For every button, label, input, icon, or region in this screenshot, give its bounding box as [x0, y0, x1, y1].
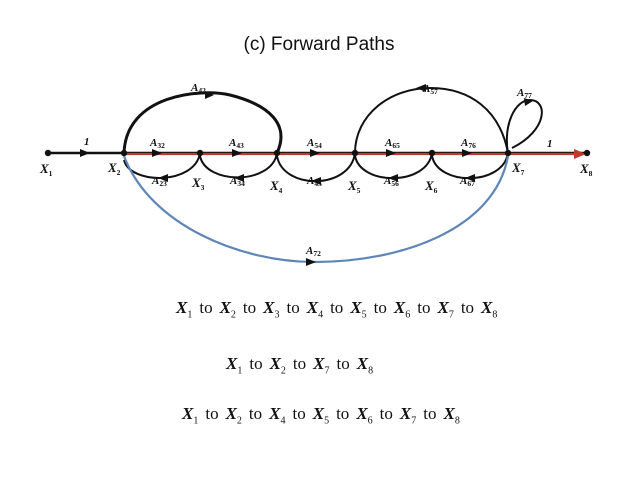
branch-label-A77: A77 — [516, 87, 532, 100]
output-arrowhead — [574, 149, 586, 159]
node-label-X4: X4 — [269, 178, 283, 195]
path-connector: to — [248, 404, 263, 423]
branch-label-A45: A45 — [306, 175, 322, 188]
arrow-A54 — [310, 149, 320, 157]
path-node: X6 — [356, 404, 373, 427]
node-label-X8: X8 — [579, 161, 593, 178]
path-connector: to — [336, 404, 350, 423]
branch-label-A57: A57 — [422, 83, 438, 96]
path-connector: to — [249, 354, 263, 373]
arrow-A34 — [234, 174, 244, 182]
path-node: X3 — [263, 298, 280, 321]
arrow-A45 — [311, 177, 321, 185]
path-connector: to — [205, 404, 219, 423]
forward-path-1: X1 to X2 to X3 to X4 to X5 to X6 to X7 to X8 — [176, 298, 497, 320]
arrow-A43 — [232, 149, 242, 157]
path-node: X2 — [269, 354, 286, 377]
path-connector: to — [292, 404, 306, 423]
branch-A45 — [276, 152, 356, 183]
path-node: X5 — [312, 404, 330, 427]
arrow-A57 — [416, 84, 426, 92]
node-dot — [583, 149, 591, 157]
branch-label-A43: A43 — [228, 137, 244, 150]
page-title: (c) Forward Paths — [243, 34, 395, 55]
branch-label-A56: A56 — [383, 175, 399, 188]
path-node: X4 — [306, 298, 324, 321]
branch-label-A76: A76 — [460, 137, 476, 150]
path-node: X1 — [182, 404, 199, 427]
arrow-1a — [80, 149, 90, 157]
branch-A72 — [122, 155, 510, 264]
path-connector: to — [423, 404, 437, 423]
branch-label-A72: A72 — [305, 245, 321, 258]
path-node: X7 — [313, 354, 330, 377]
path-connector: to — [417, 298, 431, 317]
node-label-X1: X1 — [39, 161, 53, 178]
arrow-A77 — [524, 98, 533, 106]
path-connector: to — [379, 404, 393, 423]
branch-label-A32: A32 — [149, 137, 165, 150]
branch-A57 — [354, 86, 509, 154]
branch-A42 — [122, 91, 283, 154]
node-label-X3: X3 — [191, 175, 205, 192]
arrow-A42 — [205, 91, 214, 99]
path-connector: to — [242, 298, 257, 317]
branch-A67 — [431, 152, 509, 180]
path-connector: to — [330, 298, 344, 317]
arrow-A23 — [158, 174, 168, 182]
path-node: X7 — [399, 404, 417, 427]
branch-label-A54: A54 — [306, 137, 322, 150]
path-node: X8 — [443, 404, 460, 427]
arrow-A72 — [306, 258, 316, 266]
branch-A77 — [505, 98, 543, 154]
path-node: X2 — [225, 404, 242, 427]
branch-label-A65: A65 — [384, 137, 400, 150]
path-connector: to — [292, 354, 307, 373]
node-dot — [351, 149, 359, 157]
node-dot — [504, 149, 512, 157]
branch-label-A67: A67 — [459, 175, 475, 188]
path-connector: to — [199, 298, 213, 317]
node-label-X5: X5 — [347, 178, 361, 195]
path-node: X8 — [356, 354, 374, 377]
branch-A56 — [354, 152, 433, 180]
node-dot — [273, 149, 281, 157]
path-node: X1 — [176, 298, 193, 321]
path-node: X6 — [393, 298, 411, 321]
node-dot — [44, 149, 52, 157]
path-node: X5 — [350, 298, 367, 321]
branch-label-1b: 1 — [547, 138, 553, 150]
branch-label-A42: A42 — [190, 82, 206, 95]
path-connector: to — [460, 298, 475, 317]
branch-label-1a: 1 — [84, 136, 90, 148]
node-dot — [428, 149, 436, 157]
branch-A34 — [199, 152, 278, 179]
node-dot — [120, 149, 128, 157]
forward-path-2: X1 to X2 to X7 to X8 — [226, 354, 373, 376]
arrow-A32 — [152, 149, 162, 157]
path-node: X1 — [226, 354, 243, 377]
forward-path-3: X1 to X2 to X4 to X5 to X6 to X7 to X8 — [182, 404, 460, 426]
node-label-X7: X7 — [511, 160, 525, 177]
arrow-A65 — [386, 149, 396, 157]
path-connector: to — [286, 298, 300, 317]
path-node: X7 — [437, 298, 454, 321]
arrow-A56 — [388, 174, 398, 182]
path-node: X8 — [481, 298, 498, 321]
path-node: X4 — [269, 404, 286, 427]
arrow-A76 — [462, 149, 472, 157]
node-dot — [196, 149, 204, 157]
arrow-A67 — [465, 174, 475, 182]
node-label-X2: X2 — [107, 160, 121, 177]
path-connector: to — [373, 298, 387, 317]
path-connector: to — [336, 354, 350, 373]
node-label-X6: X6 — [424, 178, 438, 195]
branch-label-A23: A23 — [151, 175, 167, 188]
path-node: X2 — [219, 298, 236, 321]
branch-A23 — [123, 152, 201, 179]
branch-label-A34: A34 — [229, 175, 245, 188]
